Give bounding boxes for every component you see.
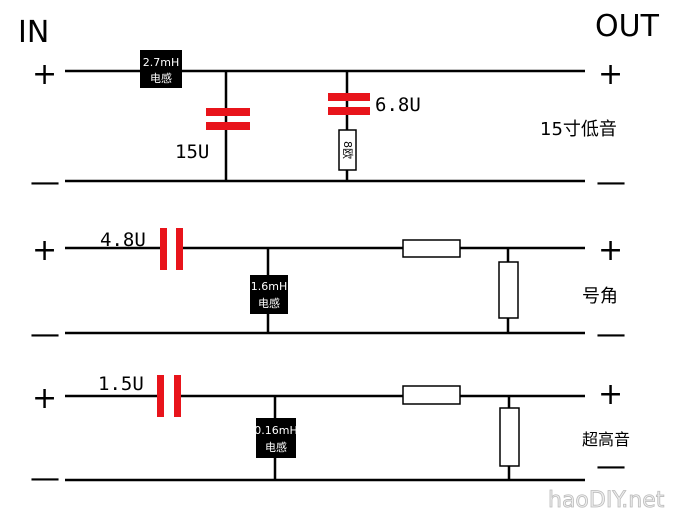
in-label: IN bbox=[18, 15, 49, 50]
inductor-value: 2.7mH bbox=[143, 56, 179, 69]
resistor bbox=[498, 261, 519, 319]
resistor bbox=[338, 129, 357, 171]
out-plus: + bbox=[598, 233, 623, 268]
inductor bbox=[250, 275, 288, 314]
horn-title: 号角 bbox=[582, 286, 618, 307]
in-minus: — bbox=[30, 165, 60, 200]
inductor-label: 电感 bbox=[150, 72, 172, 85]
out-minus: — bbox=[596, 317, 626, 352]
capacitor-value: 1.5U bbox=[98, 373, 144, 395]
out-plus: + bbox=[598, 57, 623, 92]
inductor-value: 0.16mH bbox=[254, 424, 297, 437]
in-plus: + bbox=[32, 233, 57, 268]
resistor bbox=[402, 239, 461, 258]
inductor-label: 电感 bbox=[258, 297, 280, 310]
woofer-title: 15寸低音 bbox=[540, 119, 617, 140]
capacitor-plate bbox=[206, 122, 250, 130]
resistor-value: 8欧 bbox=[341, 141, 354, 159]
capacitor-value: 6.8U bbox=[375, 94, 421, 116]
in-plus: + bbox=[32, 57, 57, 92]
out-minus: — bbox=[596, 449, 626, 484]
watermark: haoDIY.net bbox=[548, 488, 665, 510]
inductor-label: 电感 bbox=[265, 441, 287, 454]
tweeter-title: 超高音 bbox=[582, 430, 630, 449]
out-label: OUT bbox=[595, 9, 660, 44]
in-minus: — bbox=[30, 317, 60, 352]
resistor bbox=[402, 385, 461, 405]
in-plus: + bbox=[32, 381, 57, 416]
capacitor-plate bbox=[328, 93, 370, 101]
capacitor-plate bbox=[157, 375, 164, 417]
inductor-value: 1.6mH bbox=[251, 280, 287, 293]
capacitor-plate bbox=[176, 228, 183, 270]
horn-section: + — + — 4.8U 1.6mH 电感 号角 bbox=[30, 228, 626, 352]
capacitor-plate bbox=[174, 375, 181, 417]
inductor bbox=[140, 50, 182, 88]
out-minus: — bbox=[596, 165, 626, 200]
out-plus: + bbox=[598, 377, 623, 412]
tweeter-section: + — + — 1.5U 0.16mH 电感 超高音 bbox=[30, 373, 630, 496]
capacitor-plate bbox=[160, 228, 167, 270]
capacitor-value: 4.8U bbox=[100, 229, 146, 251]
capacitor-plate bbox=[206, 108, 250, 116]
in-minus: — bbox=[30, 461, 60, 496]
woofer-section: + — + — 2.7mH 电感 15U 6.8U 8欧 15寸低音 bbox=[30, 50, 626, 200]
inductor bbox=[256, 418, 296, 458]
capacitor-plate bbox=[328, 107, 370, 115]
resistor bbox=[499, 407, 520, 467]
capacitor-value: 15U bbox=[175, 141, 209, 163]
